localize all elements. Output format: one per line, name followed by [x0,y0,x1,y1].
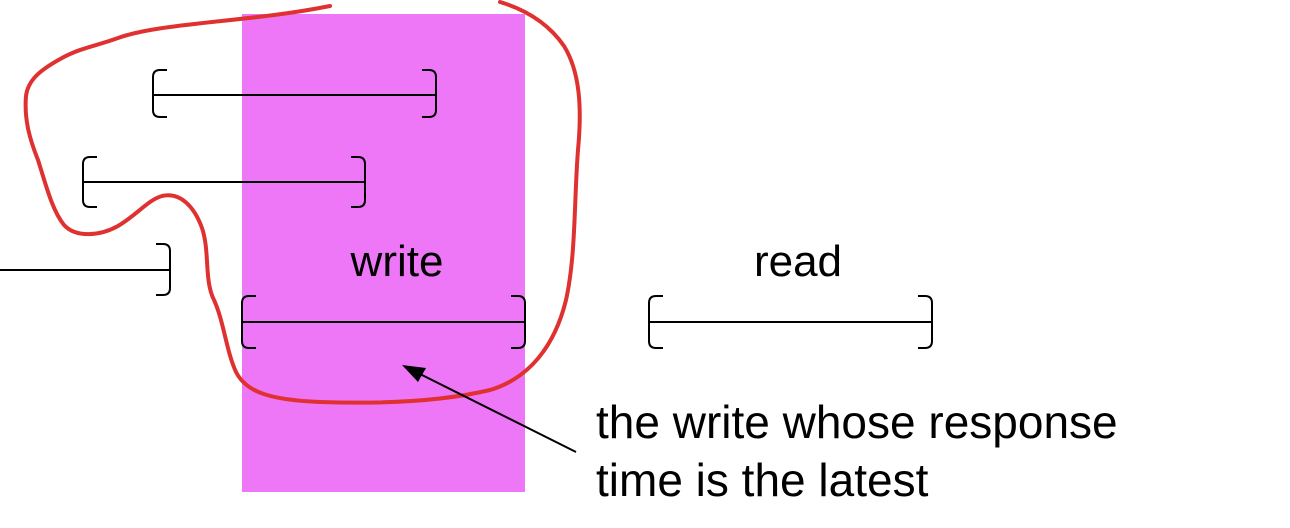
pointer-arrow [402,365,577,453]
highlight-region [242,14,525,492]
annotation-line-2: time is the latest [596,454,929,506]
interval-bracket-3 [0,243,171,296]
read-label: read [754,237,842,286]
interval-bracket-2 [82,156,366,208]
write-label: write [350,237,444,286]
annotation-line-1: the write whose response [596,396,1118,448]
interval-bracket-write [241,295,526,349]
interval-bracket-read [648,295,933,349]
interval-bracket-1 [152,69,437,118]
red-freehand-outline [23,0,582,405]
